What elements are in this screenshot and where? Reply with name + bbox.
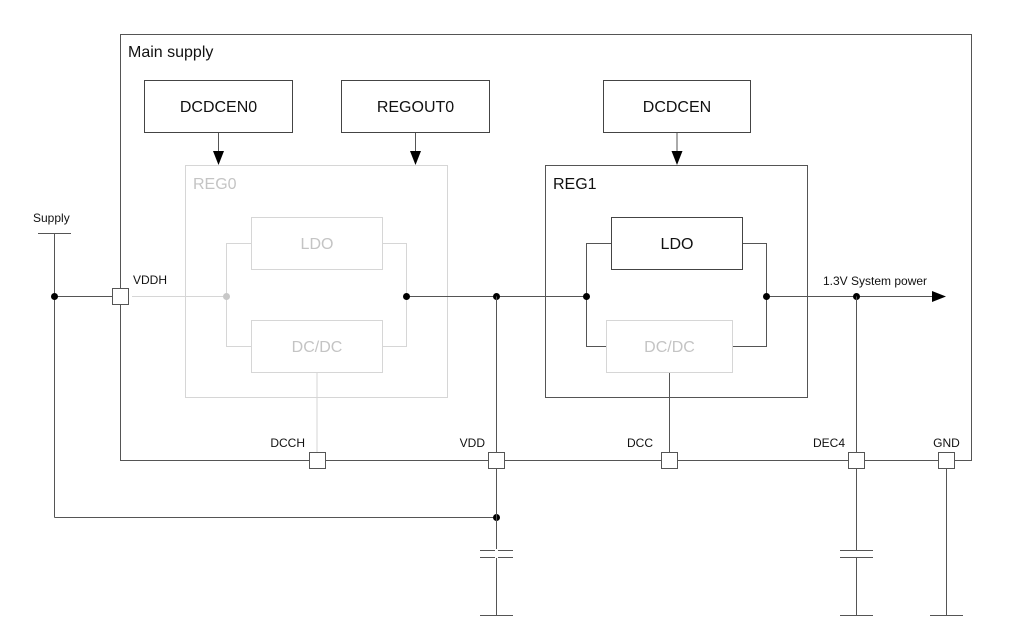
dec4-capacitor xyxy=(840,550,873,558)
reg1-dcdc-label: DC/DC xyxy=(644,339,695,356)
dcdcen0-arrow xyxy=(213,133,224,165)
reg0-input-node xyxy=(223,293,230,300)
vdd-capacitor xyxy=(479,549,514,558)
reg1-dcdc-box xyxy=(606,320,733,373)
pin-vdd: VDD xyxy=(460,436,505,469)
supply-node xyxy=(51,293,58,300)
reg1-ldo-box xyxy=(611,217,743,270)
dcdcen0-label: DCDCEN0 xyxy=(180,99,257,116)
reg0-ldo-label: LDO xyxy=(301,236,334,253)
main-supply-boundary xyxy=(120,34,972,461)
dcdcen0-block: DCDCEN0 xyxy=(144,80,293,133)
pin-gnd: GND xyxy=(933,436,960,469)
reg1-output-node xyxy=(763,293,770,300)
reg1-input-node xyxy=(583,293,590,300)
regout0-arrow xyxy=(410,133,421,165)
pin-vdd-label: VDD xyxy=(460,436,486,450)
reg0-dcdc-box xyxy=(251,320,383,373)
output-label: 1.3V System power xyxy=(823,274,927,288)
dcdcen-arrow xyxy=(671,133,683,165)
pin-vddh-label: VDDH xyxy=(133,273,167,287)
pin-dcc-label: DCC xyxy=(627,436,653,450)
pin-gnd-label: GND xyxy=(933,436,960,450)
dcdcen-label: DCDCEN xyxy=(643,99,711,116)
reg1-ldo-label: LDO xyxy=(661,236,694,253)
pin-dec4-label: DEC4 xyxy=(813,436,845,450)
reg1-block: REG1 LDO DC/DC xyxy=(545,165,808,452)
reg0-block: REG0 LDO DC/DC xyxy=(132,165,448,452)
main-supply-title: Main supply xyxy=(128,44,213,61)
pin-dcch: DCCH xyxy=(270,436,326,469)
reg0-ldo-box xyxy=(251,217,383,270)
reg0-output-node xyxy=(403,293,410,300)
pin-vddh: VDDH xyxy=(112,273,167,305)
pin-dcch-label: DCCH xyxy=(270,436,305,450)
output-arrow xyxy=(932,291,946,302)
regout0-label: REGOUT0 xyxy=(377,99,454,116)
reg0-dcdc-label: DC/DC xyxy=(292,339,343,356)
regout0-block: REGOUT0 xyxy=(341,80,490,133)
pin-dcc: DCC xyxy=(627,436,678,469)
reg1-label: REG1 xyxy=(553,176,597,193)
dcdcen-block: DCDCEN xyxy=(603,80,751,133)
pin-dec4: DEC4 xyxy=(813,436,865,469)
reg0-label: REG0 xyxy=(193,176,237,193)
supply-label: Supply xyxy=(33,211,70,225)
